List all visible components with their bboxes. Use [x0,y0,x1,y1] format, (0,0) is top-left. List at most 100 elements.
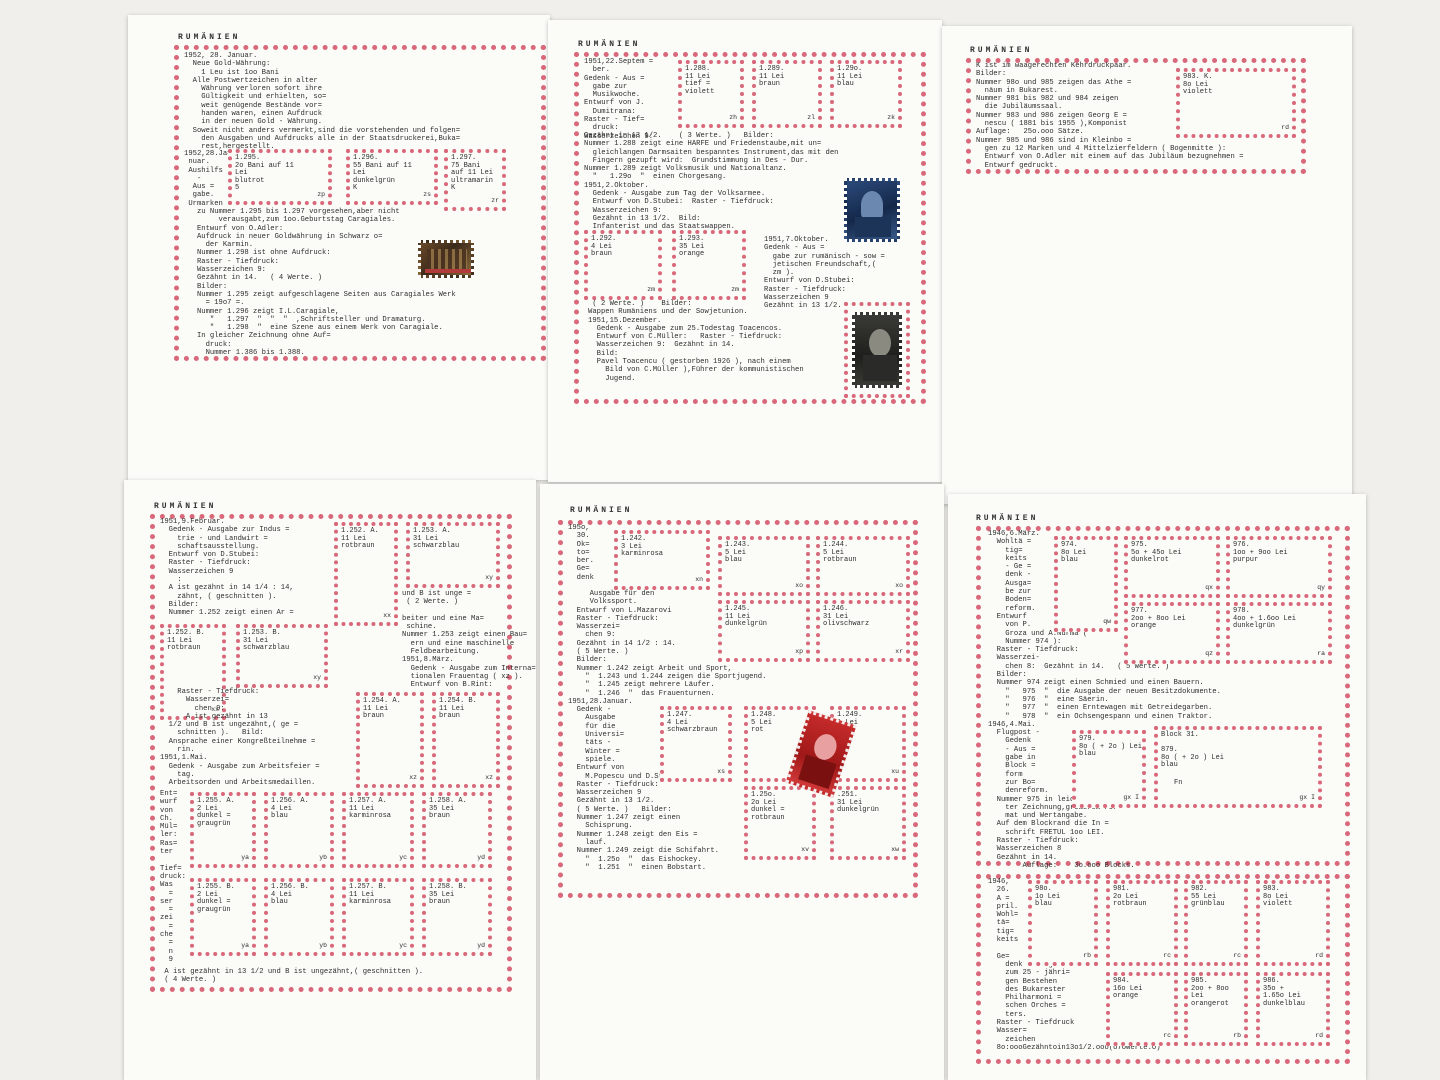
slot-code: yc [399,942,407,950]
page-text: Gezähnt in 13 1/2. ( 3 Werte. ) Bilder: … [584,132,839,232]
page-header: RUMÄNIEN [178,33,241,42]
stamp-slot: 985. 2oo + 8oo Lei orangerot rb [1184,972,1248,1046]
slot-code: zs [423,191,431,199]
slot-label: 1.295. 2o Bani auf 11 Lei blutrot 5 [235,154,294,193]
slot-code: qy [1317,584,1325,592]
slot-code: rd [1315,1032,1323,1040]
slot-code: rc [1163,1032,1171,1040]
stamp-caragiale-scene [418,240,474,278]
stamp-slot: 1.245. 11 Lei dunkelgrün xp [718,600,810,662]
slot-code: rc [1233,952,1241,960]
page-text: 1952, 28. Januar. Neue Gold-Währung: 1 L… [184,52,461,152]
slot-label: 974. 8o Lei blau [1061,541,1087,565]
slot-code: zh [729,114,737,122]
slot-code: yd [477,942,485,950]
album-page-1: RUMÄNIEN 1952, 28. Januar. Neue Gold-Wäh… [128,15,550,480]
page-text: 1951,22.Septem = ber. Gedenk - Aus = gab… [584,58,654,141]
slot-label: 978. 4oo + 1.6oo Lei dunkelgrün [1233,607,1297,631]
stamp-slot: 1.254. A. 11 Lei braun xz [356,692,424,788]
album-page-4: RUMÄNIEN 1951,9.Februar. Gedenk - Ausgab… [124,480,536,1080]
stamp-toacencu-portrait [852,312,902,388]
page-text: A ist gezähnt in 13 1/2 und B ist ungezä… [164,968,424,985]
slot-code: yb [319,854,327,862]
slot-code: qz [1205,650,1213,658]
slot-code: ya [241,854,249,862]
slot-label: 979. 8o ( + 2o ) Lei blau [1079,735,1143,759]
slot-code: yd [477,854,485,862]
slot-label: 982. 55 Lei grünblau [1191,885,1225,909]
slot-label: 1.243. 5 Lei blau [725,541,751,565]
slot-label: 983. K. 8o Lei violett [1183,73,1213,97]
slot-label: 1.252. A. 11 Lei rotbraun [341,527,379,551]
slot-code: zl [807,114,815,122]
slot-code: xz [485,774,493,782]
slot-code: xv [801,846,809,854]
slot-label: 1.257. A. 11 Lei karminrosa [349,797,392,821]
slot-label: 1.25o. 2o Lei dunkel = rotbraun [751,791,785,822]
slot-label: 1.248. 5 Lei rot [751,711,777,735]
slot-code: rb [1233,1032,1241,1040]
page-header: RUMÄNIEN [976,514,1039,523]
page-text: Nummer 1.295 bis 1.297 vorgesehen,aber n… [196,208,456,358]
page-text: Ausgabe für den Volkssport. Entwurf von … [568,590,767,872]
slot-label: 1.252. B. 11 Lei rotbraun [167,629,205,653]
slot-code: ra [1317,650,1325,658]
slot-label: 1.244. 5 Lei rotbraun [823,541,857,565]
slot-code: xo [795,582,803,590]
slot-label: 1.245. 11 Lei dunkelgrün [725,605,768,629]
stamp-slot: 1.243. 5 Lei blau xo [718,536,810,596]
page-frame [976,526,1350,866]
album-page-3: RUMÄNIEN K ist im waagerechten Kehrdruck… [942,26,1352,504]
page-frame [574,52,926,404]
slot-label: .251. 31 Lei dunkelgrün [837,791,880,815]
slot-label: 1.258. A. 35 Lei braun [429,797,467,821]
slot-code: xp [795,648,803,656]
page-header: RUMÄNIEN [970,46,1033,55]
page-frame [966,58,1306,174]
page-header: RUMÄNIEN [578,40,641,49]
slot-label: 1.258. B. 35 Lei braun [429,883,467,907]
slot-code: xn [695,576,703,584]
slot-label: 1.257. B. 11 Lei karminrosa [349,883,392,907]
slot-code: ya [241,942,249,950]
album-page-2: RUMÄNIEN 1951,22.Septem = ber. Gedenk - … [548,20,942,482]
slot-code: qx [1205,584,1213,592]
slot-label: 1.254. B. 11 Lei braun [439,697,477,721]
stamp-slot: 978. 4oo + 1.6oo Lei dunkelgrün ra [1226,602,1332,664]
slot-code: zm [731,286,739,294]
page-text: 1951,7.Oktober. Gedenk - Aus = gabe zur … [764,236,885,311]
slot-label: 98o. 1o Lei blau [1035,885,1061,909]
page-frame [150,514,512,992]
page-text: ( 2 Werte. ) Bilder: Wappen Rumäniens un… [588,300,804,383]
slot-code: xz [409,774,417,782]
slot-label: 1.254. A. 11 Lei braun [363,697,401,721]
slot-label: 1.253. A. 31 Lei schwarzblau [413,527,460,551]
slot-label: 1.247. 4 Lei schwarzbraun [667,711,718,735]
slot-label: 977. 2oo + 8oo Lei orange [1131,607,1186,631]
page-text: 1946,6.März. Wohltä = tig= keits - Ge = … [988,530,1221,870]
page-frame [174,45,546,361]
slot-label: 985. 2oo + 8oo Lei orangerot [1191,977,1229,1008]
slot-label: 1.256. B. 4 Lei blau [271,883,309,907]
